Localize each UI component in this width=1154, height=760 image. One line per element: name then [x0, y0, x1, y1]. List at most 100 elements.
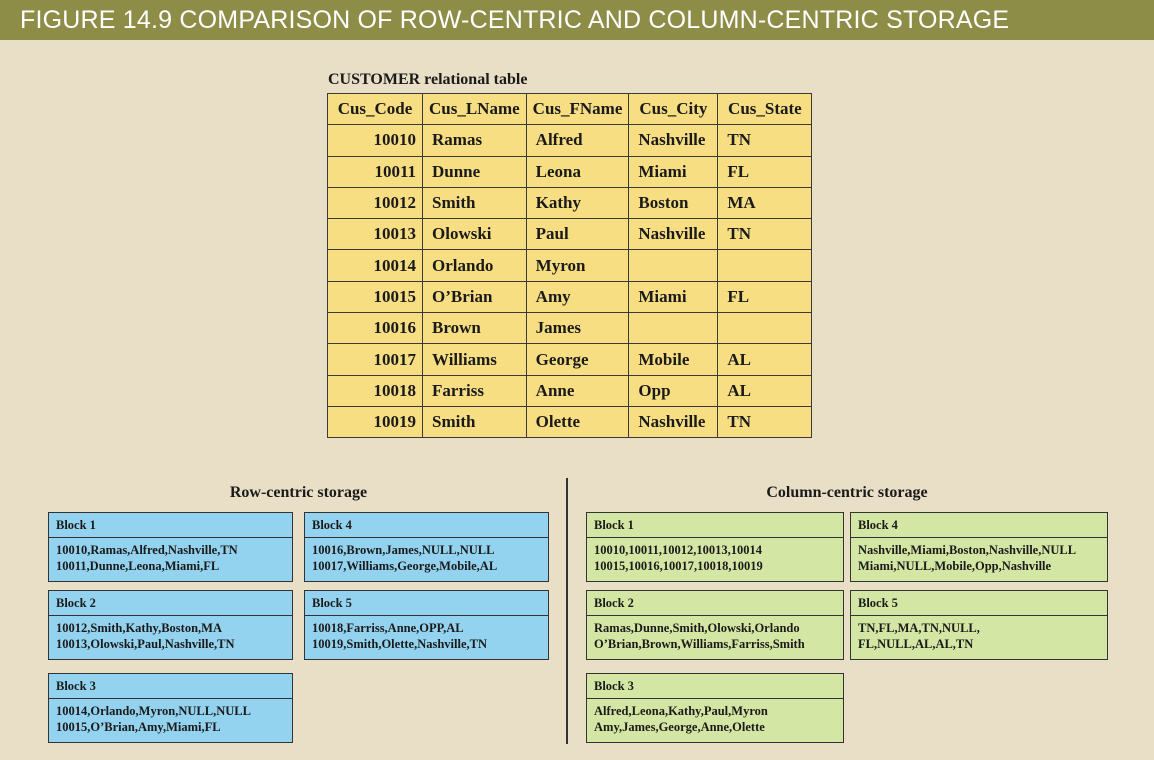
table-title: CUSTOMER relational table — [328, 71, 528, 88]
table-cell — [628, 312, 719, 345]
table-cell: Miami — [628, 155, 719, 188]
block-line: Ramas,Dunne,Smith,Olowski,Orlando — [594, 621, 800, 635]
table-cell: Paul — [525, 218, 630, 251]
block-content: TN,FL,MA,TN,NULL,FL,NULL,AL,AL,TN — [851, 616, 1107, 652]
block-line: 10015,O’Brian,Amy,Miami,FL — [56, 720, 221, 734]
row-storage-title: Row-centric storage — [229, 484, 368, 501]
table-cell: Myron — [525, 249, 630, 282]
table-cell — [717, 312, 813, 345]
column-storage-title: Column-centric storage — [766, 484, 928, 501]
table-header-row: Cus_Code Cus_LName Cus_FName Cus_City Cu… — [327, 92, 813, 126]
table-cell: TN — [717, 218, 813, 251]
table-cell: 10011 — [327, 155, 423, 188]
block-label: Block 2 — [587, 591, 843, 616]
section-divider — [566, 478, 568, 744]
table-cell: 10016 — [327, 312, 423, 345]
block-label: Block 4 — [305, 513, 548, 538]
table-cell: 10013 — [327, 218, 423, 251]
table-cell: 10014 — [327, 249, 423, 282]
table-cell: Alfred — [525, 124, 630, 157]
row-block-3: Block 3 10014,Orlando,Myron,NULL,NULL 1001… — [48, 673, 293, 743]
table-cell: Brown — [422, 312, 527, 345]
block-content: 10010,10011,10012,10013,10014 10015,10016… — [587, 538, 843, 574]
table-cell: Amy — [525, 280, 630, 314]
block-line: 10018,Farriss,Anne,OPP,AL — [312, 621, 464, 635]
column-header: Cus_FName — [525, 92, 630, 126]
table-cell: Miami — [628, 280, 719, 314]
block-label: Block 5 — [305, 591, 548, 616]
block-line: TN,FL,MA,TN,NULL, — [858, 621, 980, 635]
block-line: Amy,James,George,Anne,Olette — [594, 720, 765, 734]
table-cell: AL — [717, 343, 813, 376]
block-line: 10015,10016,10017,10018,10019 — [594, 559, 763, 573]
table-cell: Smith — [422, 405, 527, 439]
table-cell: 10010 — [327, 124, 423, 157]
table-cell: 10015 — [327, 280, 423, 314]
table-cell — [628, 249, 719, 282]
row-block-2: Block 2 10012,Smith,Kathy,Boston,MA 10013,… — [48, 590, 293, 660]
block-line: Alfred,Leona,Kathy,Paul,Myron — [594, 704, 768, 718]
block-line: 10013,Olowski,Paul,Nashville,TN — [56, 637, 235, 651]
block-content: 10016,Brown,James,NULL,NULL 10017,William… — [305, 538, 548, 574]
column-header: Cus_State — [717, 92, 813, 126]
table-cell: Smith — [422, 186, 527, 220]
block-line: 10016,Brown,James,NULL,NULL — [312, 543, 495, 557]
table-cell: FL — [717, 155, 813, 188]
block-line: 10012,Smith,Kathy,Boston,MA — [56, 621, 222, 635]
table-cell: Mobile — [628, 343, 719, 376]
table-cell: AL — [717, 374, 813, 407]
table-cell: FL — [717, 280, 813, 314]
table-cell: Leona — [525, 155, 630, 188]
table-cell: Olowski — [422, 218, 527, 251]
column-header: Cus_City — [628, 92, 719, 126]
table-cell: 10012 — [327, 186, 423, 220]
table-cell: Williams — [422, 343, 527, 376]
block-label: Block 4 — [851, 513, 1107, 538]
table-cell: James — [525, 312, 630, 345]
table-cell: Opp — [628, 374, 719, 407]
table-cell: TN — [717, 405, 813, 439]
table-cell: Boston — [628, 186, 719, 220]
block-label: Block 3 — [49, 674, 292, 699]
block-line: 10010,10011,10012,10013,10014 — [594, 543, 763, 557]
block-label: Block 1 — [49, 513, 292, 538]
block-label: Block 3 — [587, 674, 843, 699]
table-cell: 10018 — [327, 374, 423, 407]
block-line: 10014,Orlando,Myron,NULL,NULL — [56, 704, 251, 718]
table-cell: Nashville — [628, 405, 719, 439]
customer-table: Cus_Code Cus_LName Cus_FName Cus_City Cu… — [327, 92, 813, 439]
column-header: Cus_LName — [422, 92, 527, 126]
block-line: Nashville,Miami,Boston,Nashville,NULL — [858, 543, 1077, 557]
table-cell: George — [525, 343, 630, 376]
table-cell: Orlando — [422, 249, 527, 282]
block-label: Block 1 — [587, 513, 843, 538]
block-content: 10012,Smith,Kathy,Boston,MA 10013,Olowski… — [49, 616, 292, 652]
block-line: 10019,Smith,Olette,Nashville,TN — [312, 637, 487, 651]
table-cell: 10019 — [327, 405, 423, 439]
figure-title: FIGURE 14.9 COMPARISON OF ROW-CENTRIC AN… — [0, 0, 1154, 40]
table-cell: Dunne — [422, 155, 527, 188]
table-cell: Ramas — [422, 124, 527, 157]
block-line: O’Brian,Brown,Williams,Farriss,Smith — [594, 637, 805, 651]
block-line: 10017,Williams,George,Mobile,AL — [312, 559, 498, 573]
block-label: Block 2 — [49, 591, 292, 616]
block-label: Block 5 — [851, 591, 1107, 616]
row-block-5: Block 5 10018,Farriss,Anne,OPP,AL 10019,Sm… — [304, 590, 549, 660]
table-cell: Nashville — [628, 124, 719, 157]
